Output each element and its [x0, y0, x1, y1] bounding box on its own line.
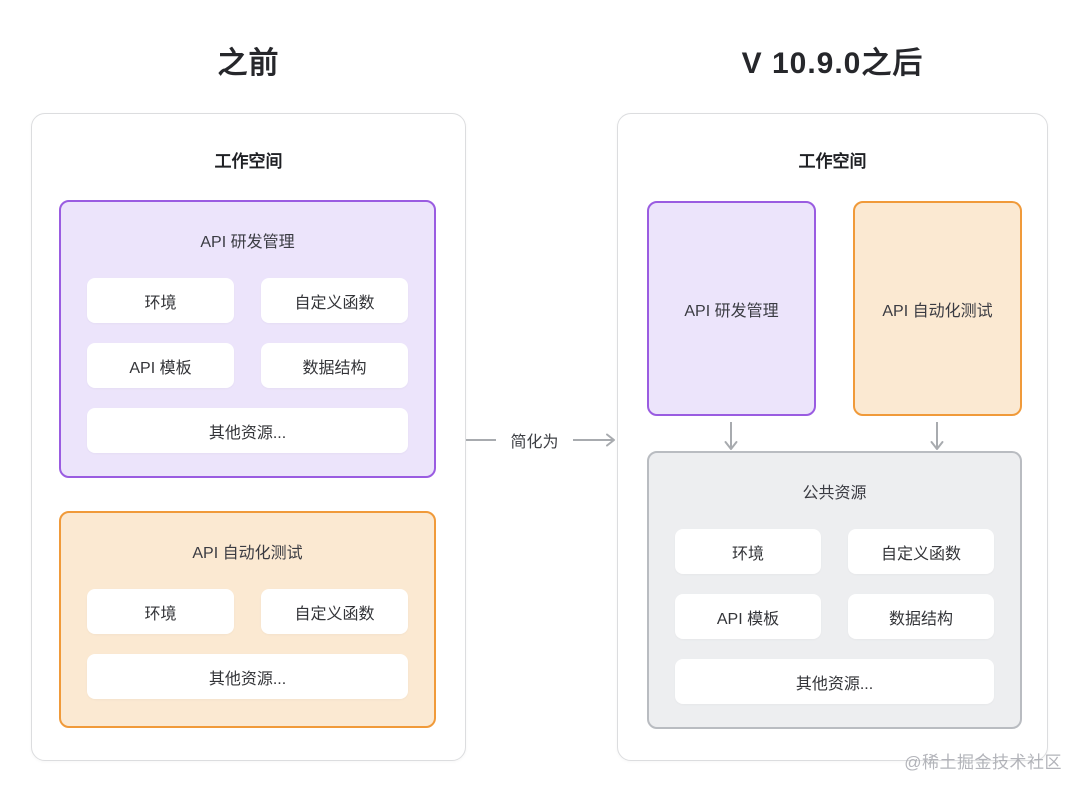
workspace-label: 工作空间	[214, 152, 283, 171]
chip-environment: 环境	[675, 529, 821, 574]
connector-label: 简化为	[510, 434, 559, 451]
chip-grid: 环境 自定义函数 其他资源...	[87, 589, 408, 699]
chip-other-resources: 其他资源...	[675, 659, 994, 704]
chip-custom-functions: 自定义函数	[261, 589, 408, 634]
chip-other-resources: 其他资源...	[87, 408, 408, 453]
simplify-connector: 简化为	[466, 424, 617, 456]
heading-after: V 10.9.0之后	[741, 47, 924, 80]
heading-before: 之前	[217, 47, 280, 80]
chip-environment: 环境	[87, 589, 234, 634]
chip-api-templates: API 模板	[87, 343, 234, 388]
group-title: API 自动化测试	[192, 545, 303, 562]
workspace-label: 工作空间	[798, 152, 867, 171]
right-arrow-icon	[572, 433, 615, 447]
chip-custom-functions: 自定义函数	[261, 278, 408, 323]
chip-data-structures: 数据结构	[261, 343, 408, 388]
down-arrow-icon	[724, 422, 738, 450]
watermark: @稀土掘金技术社区	[904, 753, 1062, 772]
workspace-panel-before: 工作空间 API 研发管理 环境 自定义函数 API 模板 数据结构 其他资源.…	[31, 113, 466, 761]
workspace-panel-after: 工作空间 API 研发管理 API 自动化测试 公共资源 环境 自定义函数 AP…	[617, 113, 1048, 761]
group-title: 公共资源	[802, 485, 867, 502]
group-title: API 研发管理	[200, 234, 295, 251]
chip-api-templates: API 模板	[675, 594, 821, 639]
chip-environment: 环境	[87, 278, 234, 323]
card-api-dev-management: API 研发管理	[647, 201, 816, 416]
chip-other-resources: 其他资源...	[87, 654, 408, 699]
chip-data-structures: 数据结构	[848, 594, 994, 639]
group-api-dev-management: API 研发管理 环境 自定义函数 API 模板 数据结构 其他资源...	[59, 200, 436, 478]
down-arrow-icon	[930, 422, 944, 450]
chip-grid: 环境 自定义函数 API 模板 数据结构 其他资源...	[675, 529, 994, 704]
connector-line-left	[466, 439, 496, 441]
chip-custom-functions: 自定义函数	[848, 529, 994, 574]
group-api-auto-testing: API 自动化测试 环境 自定义函数 其他资源...	[59, 511, 436, 728]
card-api-auto-testing: API 自动化测试	[853, 201, 1022, 416]
group-shared-resources: 公共资源 环境 自定义函数 API 模板 数据结构 其他资源...	[647, 451, 1022, 729]
chip-grid: 环境 自定义函数 API 模板 数据结构 其他资源...	[87, 278, 408, 453]
